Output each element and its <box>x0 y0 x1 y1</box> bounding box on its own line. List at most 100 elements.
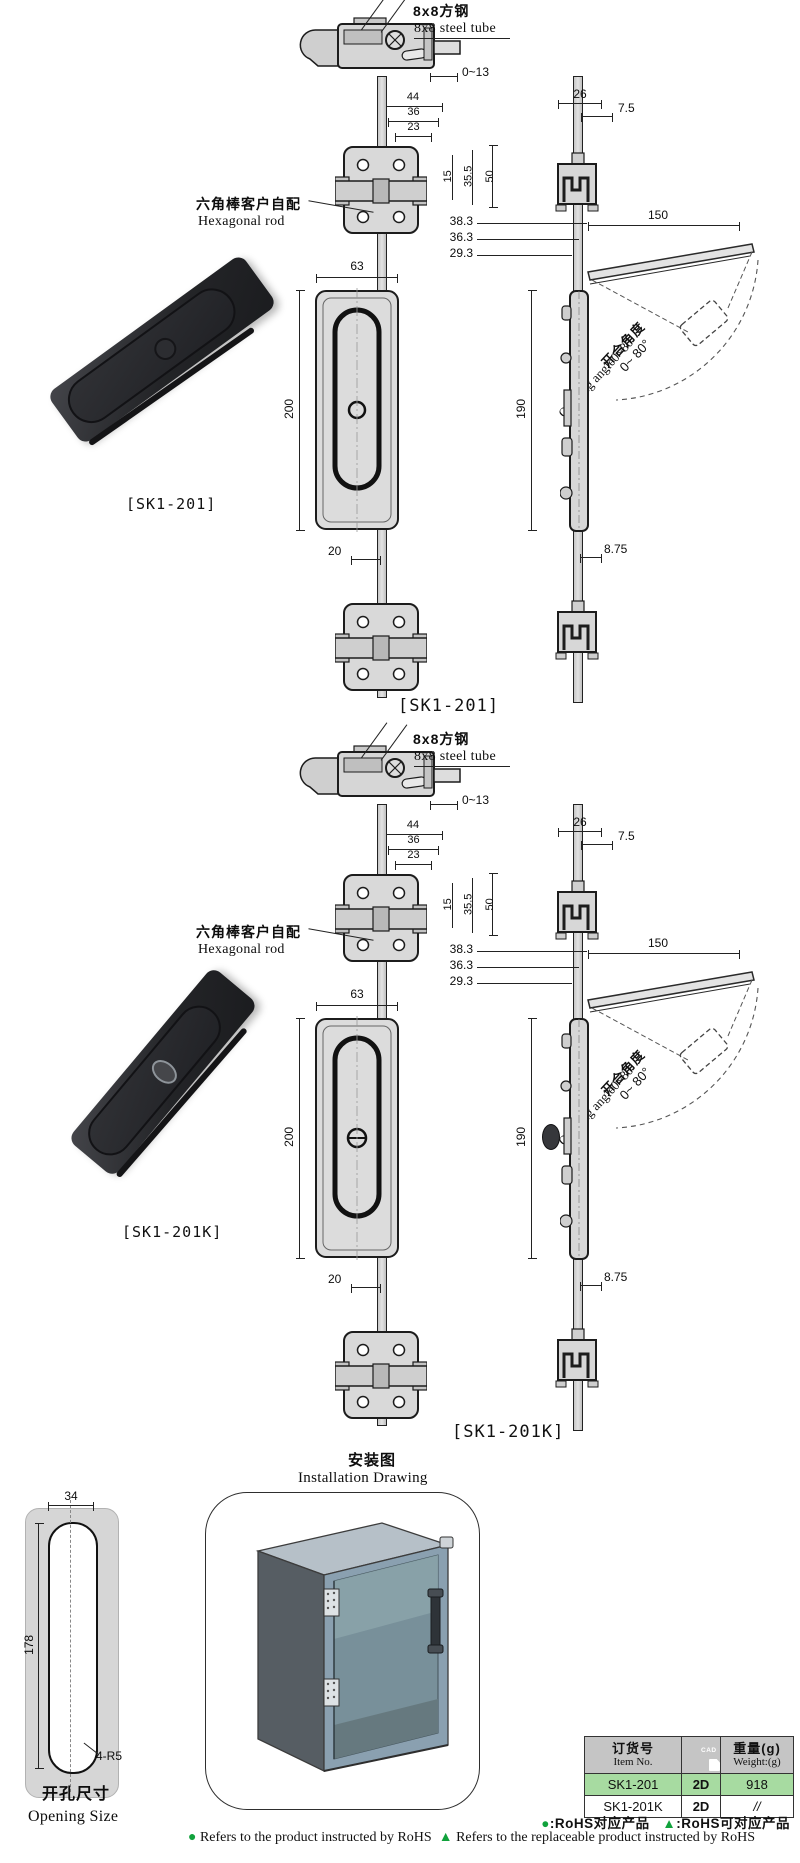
dim-line-15 <box>452 155 453 200</box>
dim-line-200 <box>296 290 305 531</box>
steel-tube-label-en: 8x8 steel tube <box>414 749 510 768</box>
lock-body-photo <box>67 966 259 1179</box>
dim-line-7-5 <box>581 841 613 850</box>
dim-line-63 <box>316 274 398 283</box>
weight-en: Weight:(g) <box>733 1756 781 1769</box>
steel-tube-label-cn: 8x8方钢 <box>413 3 470 19</box>
dim-line-36 <box>388 118 439 127</box>
dim-line-63 <box>316 1002 398 1011</box>
lock-recess <box>79 996 230 1165</box>
hex-rod-note-cn: 六角棒客户自配 <box>196 196 301 212</box>
cabinet-illustration <box>255 1522 454 1773</box>
dim-line-36 <box>388 846 439 855</box>
handle-panel-front-drawing <box>315 288 399 532</box>
dim-20: 20 <box>328 544 342 558</box>
dim-line-26 <box>558 100 602 109</box>
dim-150: 150 <box>648 208 669 222</box>
table-row: SK1-201 2D 918 <box>584 1773 794 1796</box>
dim-line-15 <box>452 883 453 928</box>
dim-7-5: 7.5 <box>618 101 635 115</box>
rohs-legend-en: ● Refers to the product instructed by Ro… <box>188 1830 798 1846</box>
weight-cell: // <box>720 1795 794 1818</box>
top-clamp-side-drawing <box>555 880 599 940</box>
dim-line-0-13 <box>430 73 458 82</box>
dim-150: 150 <box>648 936 669 950</box>
photo-caption-sk1-201: [SK1-201] <box>126 495 217 513</box>
weight-cell: 918 <box>720 1773 794 1796</box>
installation-drawing-frame <box>205 1492 480 1810</box>
item-cell: SK1-201 <box>584 1773 682 1796</box>
dim-36-3: 36.3 <box>449 230 473 244</box>
dim-34: 34 <box>64 1489 78 1503</box>
hex-rod-note-cn: 六角棒客户自配 <box>196 924 301 940</box>
dim-20: 20 <box>328 1272 342 1286</box>
col-header-weight: 重量(g) Weight:(g) <box>720 1736 794 1774</box>
dim-38-3: 38.3 <box>449 942 473 956</box>
dim-line-23 <box>395 861 432 870</box>
dim-line-50 <box>489 145 498 208</box>
rohs-dot-icon: ● <box>541 1816 550 1831</box>
dim-8-75: 8.75 <box>604 1270 628 1284</box>
dim-line-7-5 <box>581 113 613 122</box>
weight-cn: 重量(g) <box>733 1740 781 1756</box>
steel-tube-label-cn: 8x8方钢 <box>413 731 470 747</box>
bottom-bracket-drawing <box>335 1331 427 1419</box>
dim-4-r5: 4-R5 <box>96 1749 123 1763</box>
dim-23: 23 <box>407 849 420 861</box>
open-arm-drawing <box>587 243 759 401</box>
product-section-sk1-201: 8x8方钢 8x8 steel tube 0~13 44 36 23 15 35… <box>0 0 800 728</box>
rohs-triangle-icon: ▲ <box>662 1816 677 1831</box>
rohs-tri-cn: :RoHS可对应产品 <box>676 1816 790 1831</box>
key-knob-side <box>542 1124 560 1150</box>
dim-178: 178 <box>22 1634 37 1655</box>
bottom-clamp-side-drawing <box>555 600 599 660</box>
dim-0-13: 0~13 <box>462 65 490 79</box>
top-clamp-side-drawing <box>555 152 599 212</box>
dim-line-26 <box>558 828 602 837</box>
bottom-clamp-side-drawing <box>555 1328 599 1388</box>
dim-line-23 <box>395 133 432 142</box>
dim-35-5: 35.5 <box>462 165 475 188</box>
dim-190: 190 <box>514 1126 529 1147</box>
item-cell: SK1-201K <box>584 1795 682 1818</box>
dim-line-35-5 <box>472 878 473 933</box>
hex-rod-note-en: Hexagonal rod <box>198 214 285 229</box>
product-photo-sk1-201 <box>28 242 298 467</box>
handle-panel-side-drawing <box>560 1018 589 1260</box>
dim-line-38-3 <box>477 951 587 952</box>
dim-line-50 <box>489 873 498 936</box>
handle-panel-front-drawing <box>315 1016 399 1260</box>
dim-15: 15 <box>441 170 454 183</box>
table-row: SK1-201K 2D // <box>584 1795 794 1818</box>
col-header-item: 订货号 Item No. <box>584 1736 682 1774</box>
col-header-cad: CAD <box>681 1736 721 1774</box>
dim-7-5: 7.5 <box>618 829 635 843</box>
item-no-en: Item No. <box>613 1756 653 1769</box>
dim-29-3: 29.3 <box>449 246 473 260</box>
dim-38-3: 38.3 <box>449 214 473 228</box>
dim-8-75: 8.75 <box>604 542 628 556</box>
dim-15: 15 <box>441 898 454 911</box>
dim-line-35-5 <box>472 150 473 205</box>
installation-title-cn: 安装图 <box>348 1452 397 1469</box>
cad-page-glyph <box>709 1759 720 1771</box>
dim-line-8-75 <box>580 554 602 563</box>
dim-36: 36 <box>407 106 420 118</box>
bottom-bracket-drawing <box>335 603 427 691</box>
dim-line-36-3 <box>477 239 579 240</box>
rohs-dot-en: Refers to the product instructed by RoHS <box>199 1830 432 1845</box>
opening-size-panel <box>25 1508 119 1798</box>
dim-50: 50 <box>483 170 496 183</box>
dim-35-5: 35.5 <box>462 893 475 916</box>
dim-line-29-3 <box>477 255 572 256</box>
dim-line-190 <box>528 290 537 531</box>
slot-centerline <box>70 1500 71 1792</box>
dim-line-150 <box>588 222 740 231</box>
dim-line-34 <box>48 1502 94 1511</box>
dim-50: 50 <box>483 898 496 911</box>
photo-caption-sk1-201k: [SK1-201K] <box>122 1223 223 1241</box>
dim-line-178 <box>35 1523 44 1769</box>
top-bracket-drawing <box>335 874 427 962</box>
handle-panel-side-drawing <box>560 290 589 532</box>
